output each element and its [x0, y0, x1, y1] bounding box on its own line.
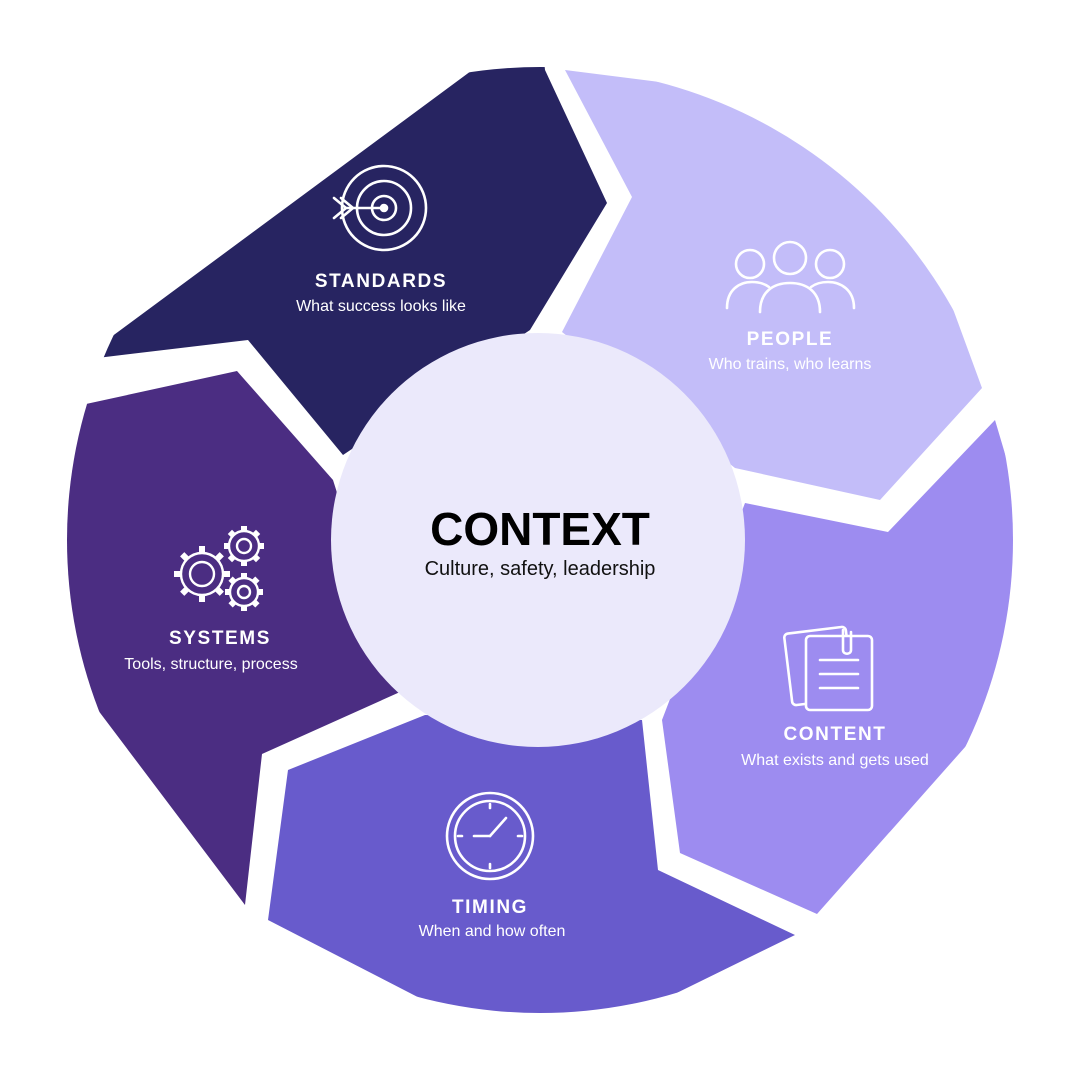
- gear-tooth: [251, 599, 260, 608]
- gear-tooth: [214, 586, 224, 596]
- people-subtitle: Who trains, who learns: [709, 356, 872, 373]
- content-title: CONTENT: [783, 724, 886, 745]
- center-circle: [331, 333, 745, 747]
- center-subtitle: Culture, safety, leadership: [425, 558, 656, 580]
- segment-systems[interactable]: [30, 371, 400, 905]
- people-group-icon: [725, 240, 856, 314]
- systems-title: SYSTEMS: [169, 628, 271, 649]
- gears-icon: [174, 526, 264, 611]
- gear-tooth: [252, 554, 261, 563]
- standards-subtitle: What success looks like: [296, 298, 466, 315]
- timing-title: TIMING: [452, 897, 528, 918]
- gear-tooth: [214, 552, 224, 562]
- systems-subtitle: Tools, structure, process: [124, 656, 297, 673]
- segment-timing[interactable]: [268, 715, 795, 1060]
- clock-icon: [445, 791, 535, 881]
- content-subtitle: What exists and gets used: [741, 752, 929, 769]
- people-title: PEOPLE: [747, 329, 834, 350]
- gear-tooth: [252, 529, 261, 538]
- clipboard-notes-icon: [783, 625, 874, 712]
- timing-subtitle: When and how often: [419, 923, 566, 940]
- target-icon: [332, 164, 428, 252]
- center-title: CONTEXT: [430, 503, 650, 555]
- gear-tooth: [228, 599, 237, 608]
- gear-tooth: [228, 576, 237, 585]
- standards-title: STANDARDS: [315, 271, 447, 292]
- gear-tooth: [180, 552, 190, 562]
- gear-tooth: [227, 554, 236, 563]
- gear-tooth: [251, 576, 260, 585]
- gear-tooth: [180, 586, 190, 596]
- gear-tooth: [227, 529, 236, 538]
